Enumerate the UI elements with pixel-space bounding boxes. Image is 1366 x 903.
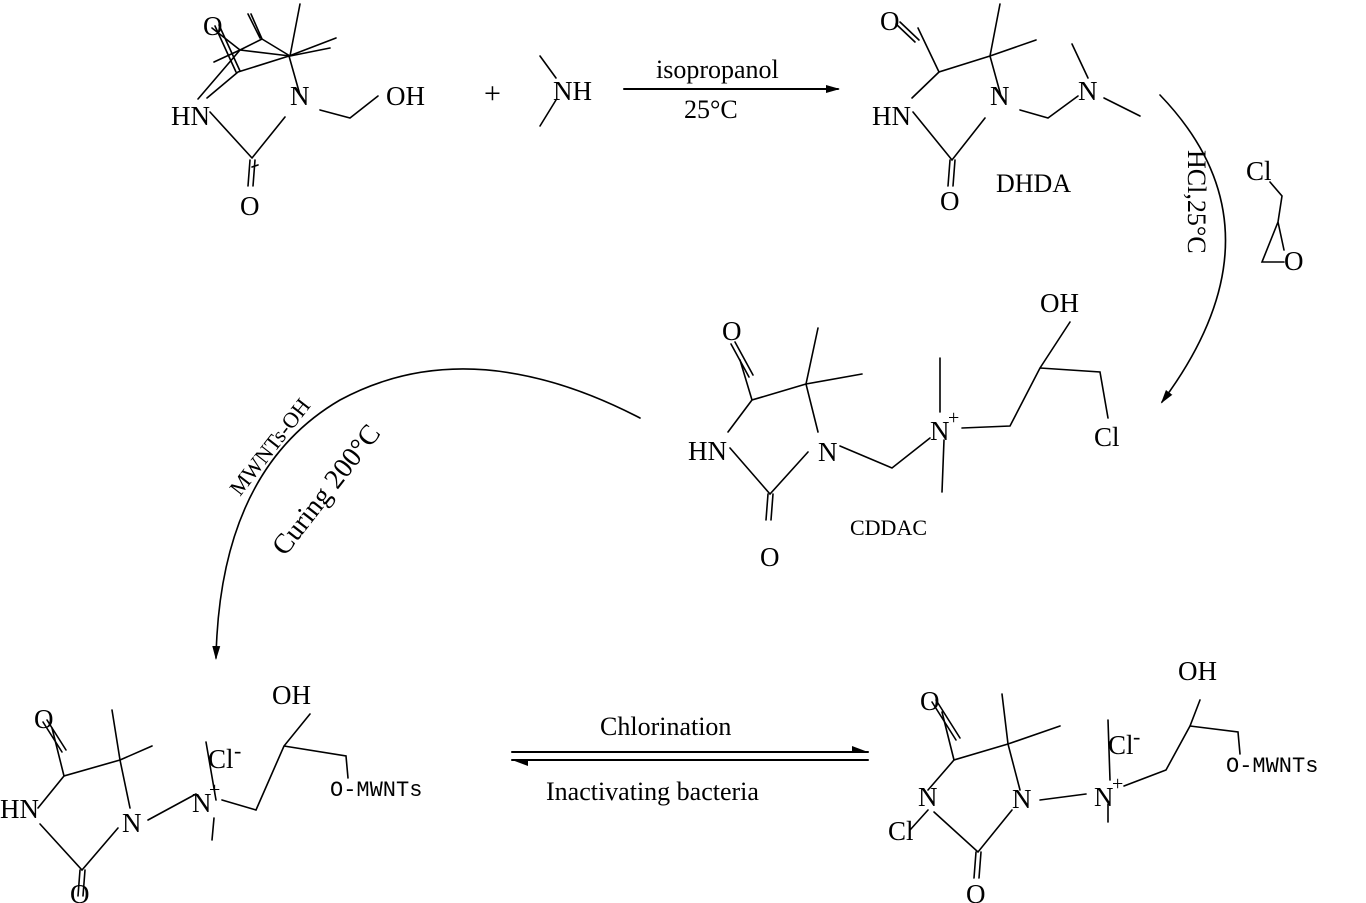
charge-minus: -: [1133, 724, 1140, 749]
compound-chlorinated: O N N N + Cl - Cl O OH O-MWNTs: [888, 656, 1318, 903]
compound-label-cddac: CDDAC: [850, 515, 927, 540]
atom-hn: HN: [688, 436, 727, 466]
atom-oxygen: O: [966, 879, 986, 903]
plus-sign: +: [484, 77, 501, 110]
compound-epichlorohydrin: Cl O: [1246, 156, 1304, 276]
atom-oxygen: O: [760, 542, 780, 572]
equilibrium-arrows: Chlorination Inactivating bacteria: [511, 712, 869, 806]
atom-hydroxyl: OH: [386, 81, 425, 111]
reagent-label: isopropanol: [656, 55, 779, 84]
conditions-label: HCl,25°C: [1182, 150, 1211, 254]
atom-oxygen: O: [34, 704, 54, 734]
atom-oxygen: O: [722, 316, 742, 346]
compound-hydroxymethyl-hydantoin: O N HN O OH: [171, 3, 425, 221]
atom-oxygen: O: [203, 11, 223, 41]
atom-nitrogen: N: [1078, 76, 1098, 106]
compound-mwnts-bound: O N N + Cl - HN O OH O-MWNTs: [0, 680, 422, 903]
forward-label: Chlorination: [600, 712, 731, 741]
atom-oxygen: O: [240, 191, 260, 221]
reagent-label: MWNTs-OH: [224, 393, 315, 500]
atom-nitrogen: N: [1012, 784, 1032, 814]
charge-plus: +: [209, 779, 220, 801]
atom-chlorine: Cl: [888, 816, 914, 846]
atom-oxygen: O: [880, 6, 900, 36]
atom-nitrogen: N: [990, 81, 1010, 111]
compound-label-dhda: DHDA: [996, 169, 1071, 198]
reaction-arrow-1: isopropanol 25°C: [623, 55, 840, 124]
atom-nitrogen: N: [290, 81, 310, 111]
atom-hydroxyl: OH: [1040, 288, 1079, 318]
compound-cddac: O N N + HN O OH Cl CDDAC: [688, 288, 1120, 572]
compound-dimethylamine: NH: [539, 55, 592, 127]
atom-chloride: Cl: [208, 744, 234, 774]
atom-nitrogen: N: [818, 437, 838, 467]
reaction-arrow-2: HCl,25°C Cl O: [1159, 94, 1304, 404]
atom-hydroxyl: OH: [1178, 656, 1217, 686]
atom-oxygen: O: [940, 186, 960, 216]
charge-plus: +: [1112, 773, 1123, 795]
atom-nitrogen-plus: N: [930, 416, 950, 446]
atom-oxygen: O: [920, 686, 940, 716]
atom-hn: HN: [0, 794, 39, 824]
charge-minus: -: [234, 738, 241, 763]
atom-chlorine: Cl: [1246, 156, 1272, 186]
substrate-label: O-MWNTs: [330, 778, 422, 803]
atom-nitrogen: N: [122, 808, 142, 838]
atom-nitrogen-plus: N: [1094, 782, 1114, 812]
atom-oxygen: O: [1284, 246, 1304, 276]
substrate-label: O-MWNTs: [1226, 754, 1318, 779]
charge-plus: +: [948, 407, 959, 429]
compound-dhda: O N N HN O DHDA: [872, 3, 1141, 216]
atom-chloride: Cl: [1108, 730, 1134, 760]
reverse-label: Inactivating bacteria: [546, 777, 759, 806]
atom-hn: HN: [171, 101, 210, 131]
atom-hn: HN: [872, 101, 911, 131]
reaction-arrow-3: MWNTs-OH Curing 200°C: [212, 368, 641, 660]
atom-chlorine: Cl: [1094, 422, 1120, 452]
atom-nitrogen: N: [918, 782, 938, 812]
atom-hydroxyl: OH: [272, 680, 311, 710]
temperature-label: 25°C: [684, 95, 738, 124]
atom-nitrogen-plus: N: [192, 788, 212, 818]
atom-oxygen: O: [70, 879, 90, 903]
atom-nh: NH: [553, 76, 592, 106]
